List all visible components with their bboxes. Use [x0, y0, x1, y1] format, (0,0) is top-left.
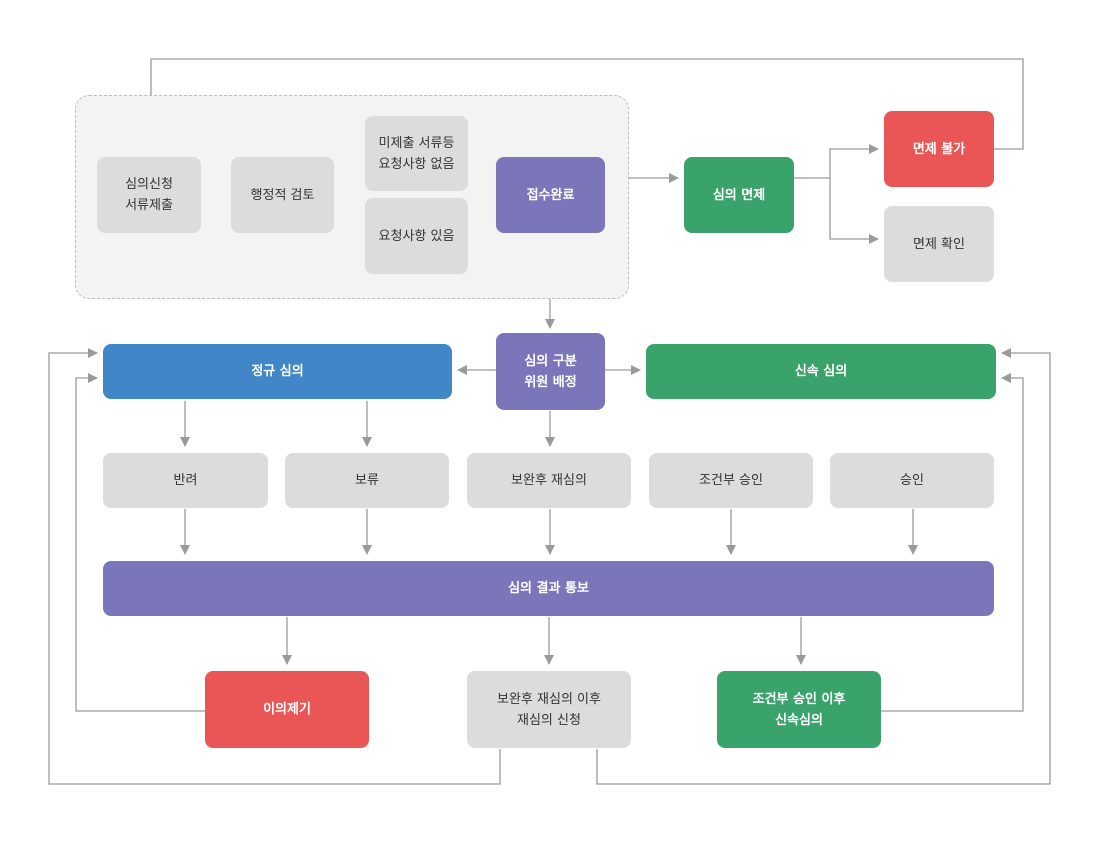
node-has-request: 요청사항 있음 — [365, 198, 468, 274]
node-return: 반려 — [103, 453, 268, 508]
connector-after-cond-to-fast — [881, 373, 1024, 712]
node-label: 신속 심의 — [794, 364, 848, 379]
node-label: 정규 심의 — [251, 364, 304, 379]
node-label: 요청사항 없음 — [378, 156, 455, 172]
node-label: 재심의 신청 — [517, 712, 581, 728]
node-notify-result: 심의 결과 통보 — [103, 561, 994, 616]
node-label: 조건부 승인 이후 — [752, 691, 846, 707]
node-exempt-denied: 면제 불가 — [884, 111, 994, 187]
node-label: 심의신청 — [125, 177, 173, 192]
node-label: 접수완료 — [526, 187, 575, 203]
node-label: 면제 확인 — [913, 236, 965, 252]
node-label: 서류제출 — [125, 198, 173, 213]
node-exempt-confirmed: 면제 확인 — [884, 206, 994, 282]
node-label: 보류 — [355, 473, 379, 488]
node-label: 신속심의 — [775, 712, 823, 728]
node-received: 접수완료 — [496, 157, 605, 233]
connector-after-re-review-to-regular — [48, 348, 501, 785]
node-label: 조건부 승인 — [699, 473, 763, 488]
node-label: 심의 결과 통보 — [508, 581, 589, 596]
node-label: 이의제기 — [263, 702, 311, 717]
node-conditional-approval: 조건부 승인 — [649, 453, 813, 508]
node-label: 면제 불가 — [912, 141, 966, 157]
node-label: 반려 — [173, 473, 198, 488]
node-label: 행정적 검토 — [250, 187, 315, 203]
node-label: 보완후 재심의 — [511, 473, 587, 488]
node-label: 보완후 재심의 이후 — [497, 691, 601, 707]
node-admin-review: 행정적 검토 — [231, 157, 334, 233]
node-exempt: 심의 면제 — [684, 157, 794, 233]
node-objection: 이의제기 — [205, 671, 369, 748]
node-regular-review: 정규 심의 — [103, 344, 452, 399]
connector-exempt-to-confirmed — [829, 178, 879, 244]
node-label: 미제출 서류등 — [378, 135, 455, 151]
node-label: 심의 구분 — [524, 353, 577, 369]
node-label: 승인 — [900, 473, 924, 488]
node-fast-review: 신속 심의 — [646, 344, 996, 399]
connector-objection-to-regular — [75, 373, 205, 712]
node-label: 요청사항 있음 — [378, 228, 455, 244]
connector-exempt-to-denied — [829, 144, 879, 178]
connector-after-re-review-to-fast — [596, 348, 1051, 785]
connector-exempt-denied-to-application — [146, 58, 1024, 151]
node-approval: 승인 — [830, 453, 994, 508]
node-label: 위원 배정 — [524, 374, 577, 390]
node-re-review: 보완후 재심의 — [467, 453, 631, 508]
node-label: 심의 면제 — [712, 187, 766, 203]
node-hold: 보류 — [285, 453, 449, 508]
